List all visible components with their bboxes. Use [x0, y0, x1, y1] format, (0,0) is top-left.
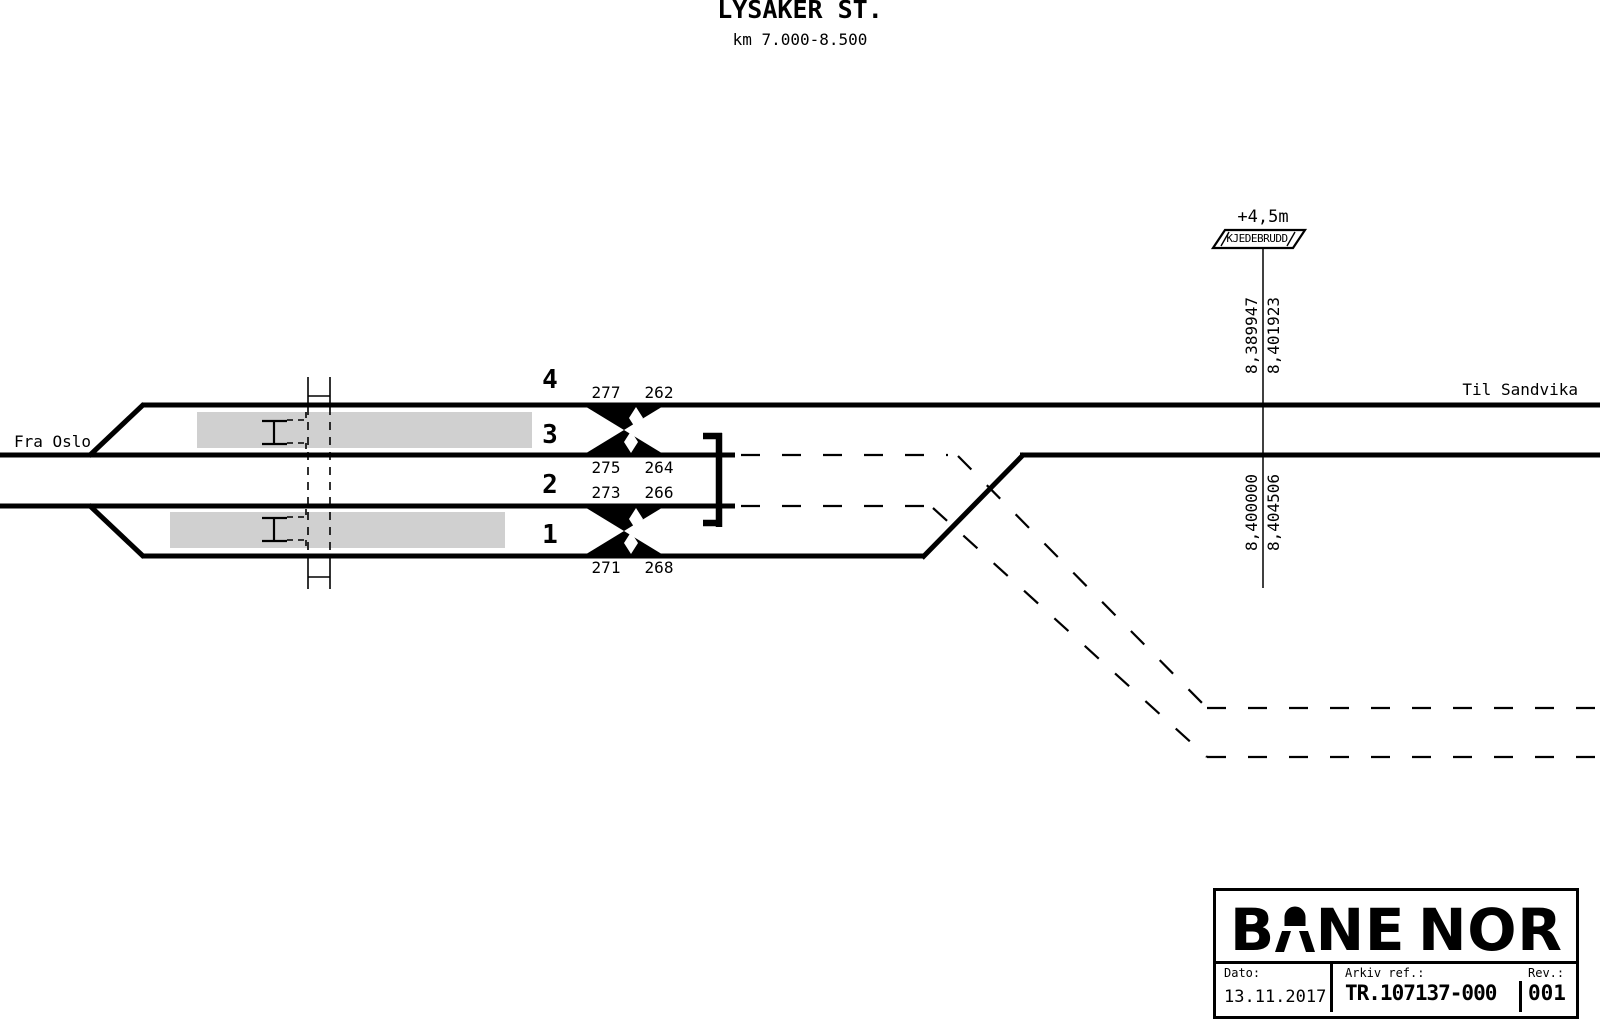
bane-nor-logo: B N E N O R	[1216, 891, 1576, 961]
underpass-crossing	[307, 377, 331, 589]
archive-ref-label: Arkiv ref.:	[1345, 966, 1425, 980]
logo-letter-n2: N	[1417, 895, 1467, 964]
chain-break-offset: +4,5m	[1237, 207, 1289, 227]
platform-access-upper	[262, 419, 287, 446]
logo-letter-e: E	[1364, 895, 1405, 964]
signal-number-268: 268	[644, 558, 674, 577]
dashed-diagonal-lower	[932, 507, 1208, 758]
direction-label-til-sandvika: Til Sandvika	[1462, 380, 1578, 399]
signal-number-277: 277	[591, 383, 621, 402]
station-title: LYSAKER ST.	[717, 0, 883, 24]
signal-number-275: 275	[591, 458, 621, 477]
archive-ref-cell: Arkiv ref.: TR.107137-000	[1333, 964, 1519, 1012]
platform-lower	[170, 512, 505, 548]
dashed-diagonal-upper	[957, 455, 1208, 709]
title-block-info-row: Dato: 13.11.2017 Arkiv ref.: TR.107137-0…	[1216, 961, 1576, 1012]
track-number-2: 2	[542, 470, 558, 500]
revision-value: 001	[1528, 981, 1566, 1006]
signal-pair-symbol-lower	[583, 506, 665, 556]
merge-diagonal	[920, 452, 1026, 560]
revision-label: Rev.:	[1528, 966, 1565, 980]
track-number-3: 3	[542, 420, 558, 450]
track-number-4: 4	[542, 365, 558, 395]
signal-number-262: 262	[644, 383, 674, 402]
logo-letter-b: B	[1230, 895, 1275, 964]
bracket-symbol	[703, 432, 723, 527]
signal-number-266: 266	[644, 483, 674, 502]
logo-letter-r: R	[1517, 895, 1562, 964]
platform-access-lower-stairs	[287, 509, 307, 549]
km-value-lower-left: 8,400000	[1242, 473, 1261, 551]
switch-branch-down	[87, 503, 146, 559]
signal-number-271: 271	[591, 558, 621, 577]
date-cell: Dato: 13.11.2017	[1216, 964, 1333, 1012]
direction-label-fra-oslo: Fra Oslo	[14, 432, 92, 451]
platform-access-upper-stairs	[287, 412, 307, 452]
signal-pair-symbol-upper	[583, 405, 665, 455]
chain-break-label: KJEDEBRUDD	[1226, 232, 1288, 245]
km-value-upper-right: 8,401923	[1264, 296, 1283, 374]
platform-access-lower	[262, 516, 287, 543]
chain-break-flag	[1210, 228, 1308, 250]
revision-cell: Rev.: 001	[1519, 964, 1576, 1012]
archive-ref-value: TR.107137-000	[1345, 981, 1497, 1006]
switch-branch-up	[87, 402, 146, 458]
km-value-upper-left: 8,389947	[1242, 296, 1261, 374]
date-label: Dato:	[1224, 966, 1261, 980]
revision-divider	[1519, 981, 1522, 1012]
logo-letter-o: O	[1467, 895, 1517, 964]
km-range: km 7.000-8.500	[732, 30, 868, 49]
platform-upper	[197, 412, 532, 448]
logo-letter-n1: N	[1315, 895, 1365, 964]
signal-number-264: 264	[644, 458, 674, 477]
km-value-lower-right: 8,404506	[1264, 473, 1283, 551]
bane-nor-a-icon	[1274, 906, 1315, 952]
date-value: 13.11.2017	[1224, 987, 1327, 1008]
track-number-1: 1	[542, 520, 558, 550]
signal-number-273: 273	[591, 483, 621, 502]
title-block: B N E N O R Dato: 13.11.2017 Arkiv ref.:…	[1213, 888, 1579, 1019]
